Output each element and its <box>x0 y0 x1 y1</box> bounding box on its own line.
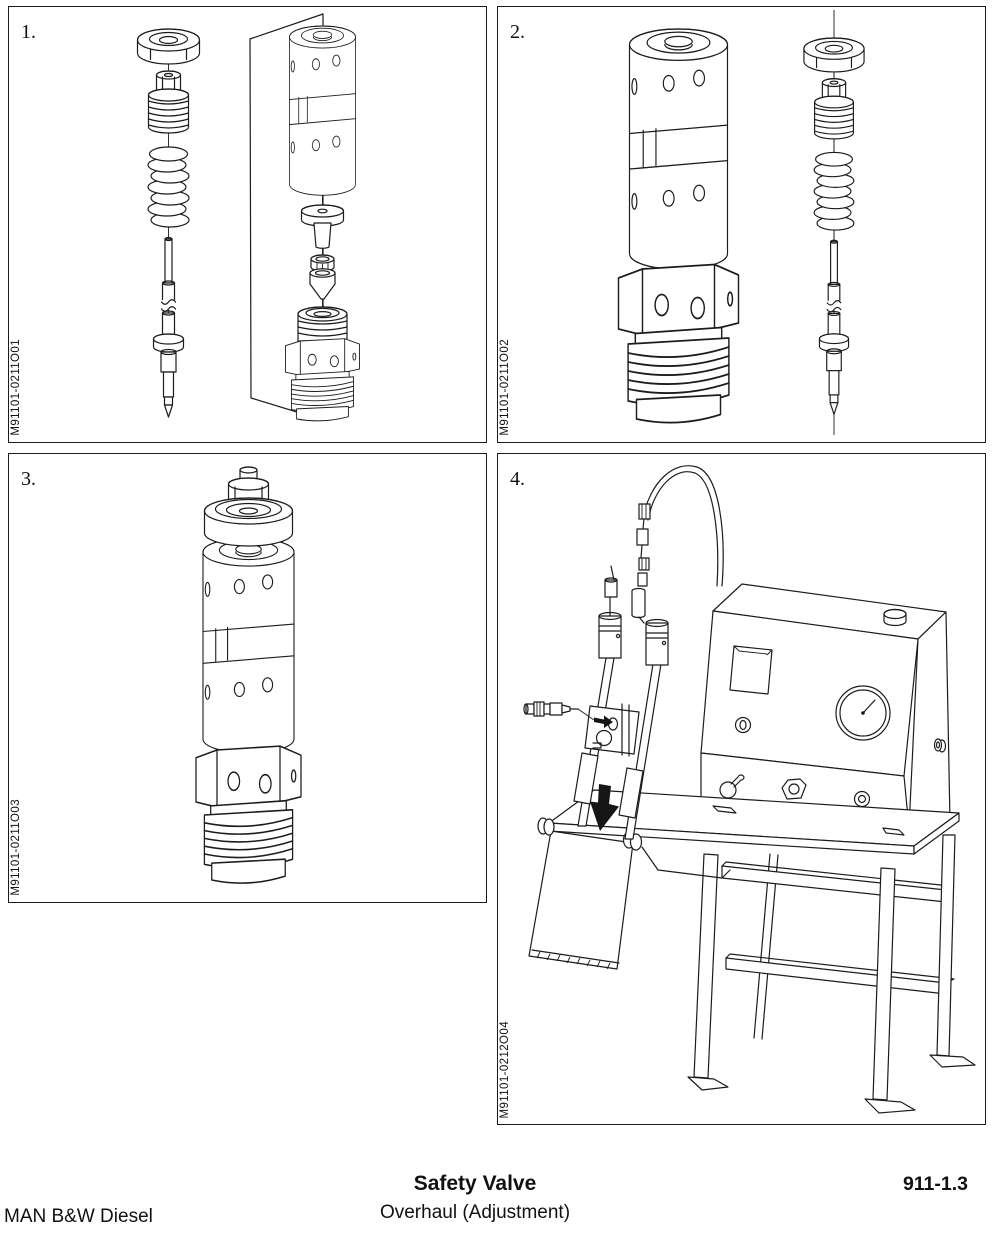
panel-number: 1. <box>21 21 36 43</box>
figure-code-label: M91101-0211O03 <box>10 799 22 896</box>
figure-code-label: M91101-0211O02 <box>499 339 511 436</box>
figure-panel-3: 3. M91101-0211O03 <box>8 453 487 903</box>
valve-body-and-spindle-parts-drawing <box>617 10 865 435</box>
company-name: MAN B&W Diesel <box>4 1206 153 1227</box>
figure-code-label: M91101-0211O01 <box>10 339 22 436</box>
panel-number: 4. <box>510 468 525 490</box>
figure-code-label: M91101-0212O04 <box>499 1020 511 1118</box>
figure-panel-2: 2. M91101-0211O02 <box>497 6 986 443</box>
panel-number: 3. <box>21 468 36 490</box>
panel-number: 2. <box>510 21 525 43</box>
chapter-subtitle: Overhaul (Adjustment) <box>379 1202 571 1223</box>
section-code: 911-1.3 <box>902 1173 968 1195</box>
page-footer: Safety Valve 911-1.3 Overhaul (Adjustmen… <box>0 1160 994 1236</box>
chapter-title: Safety Valve <box>413 1172 537 1195</box>
pressure-test-bench-drawing <box>523 465 976 1114</box>
assembled-safety-valve-drawing <box>195 466 302 884</box>
figure-panel-4: 4. M91101-0212O04 <box>497 453 986 1125</box>
safety-valve-exploded-view-drawing <box>136 13 360 422</box>
figure-panel-1: 1. M91101-0211O01 <box>8 6 487 443</box>
